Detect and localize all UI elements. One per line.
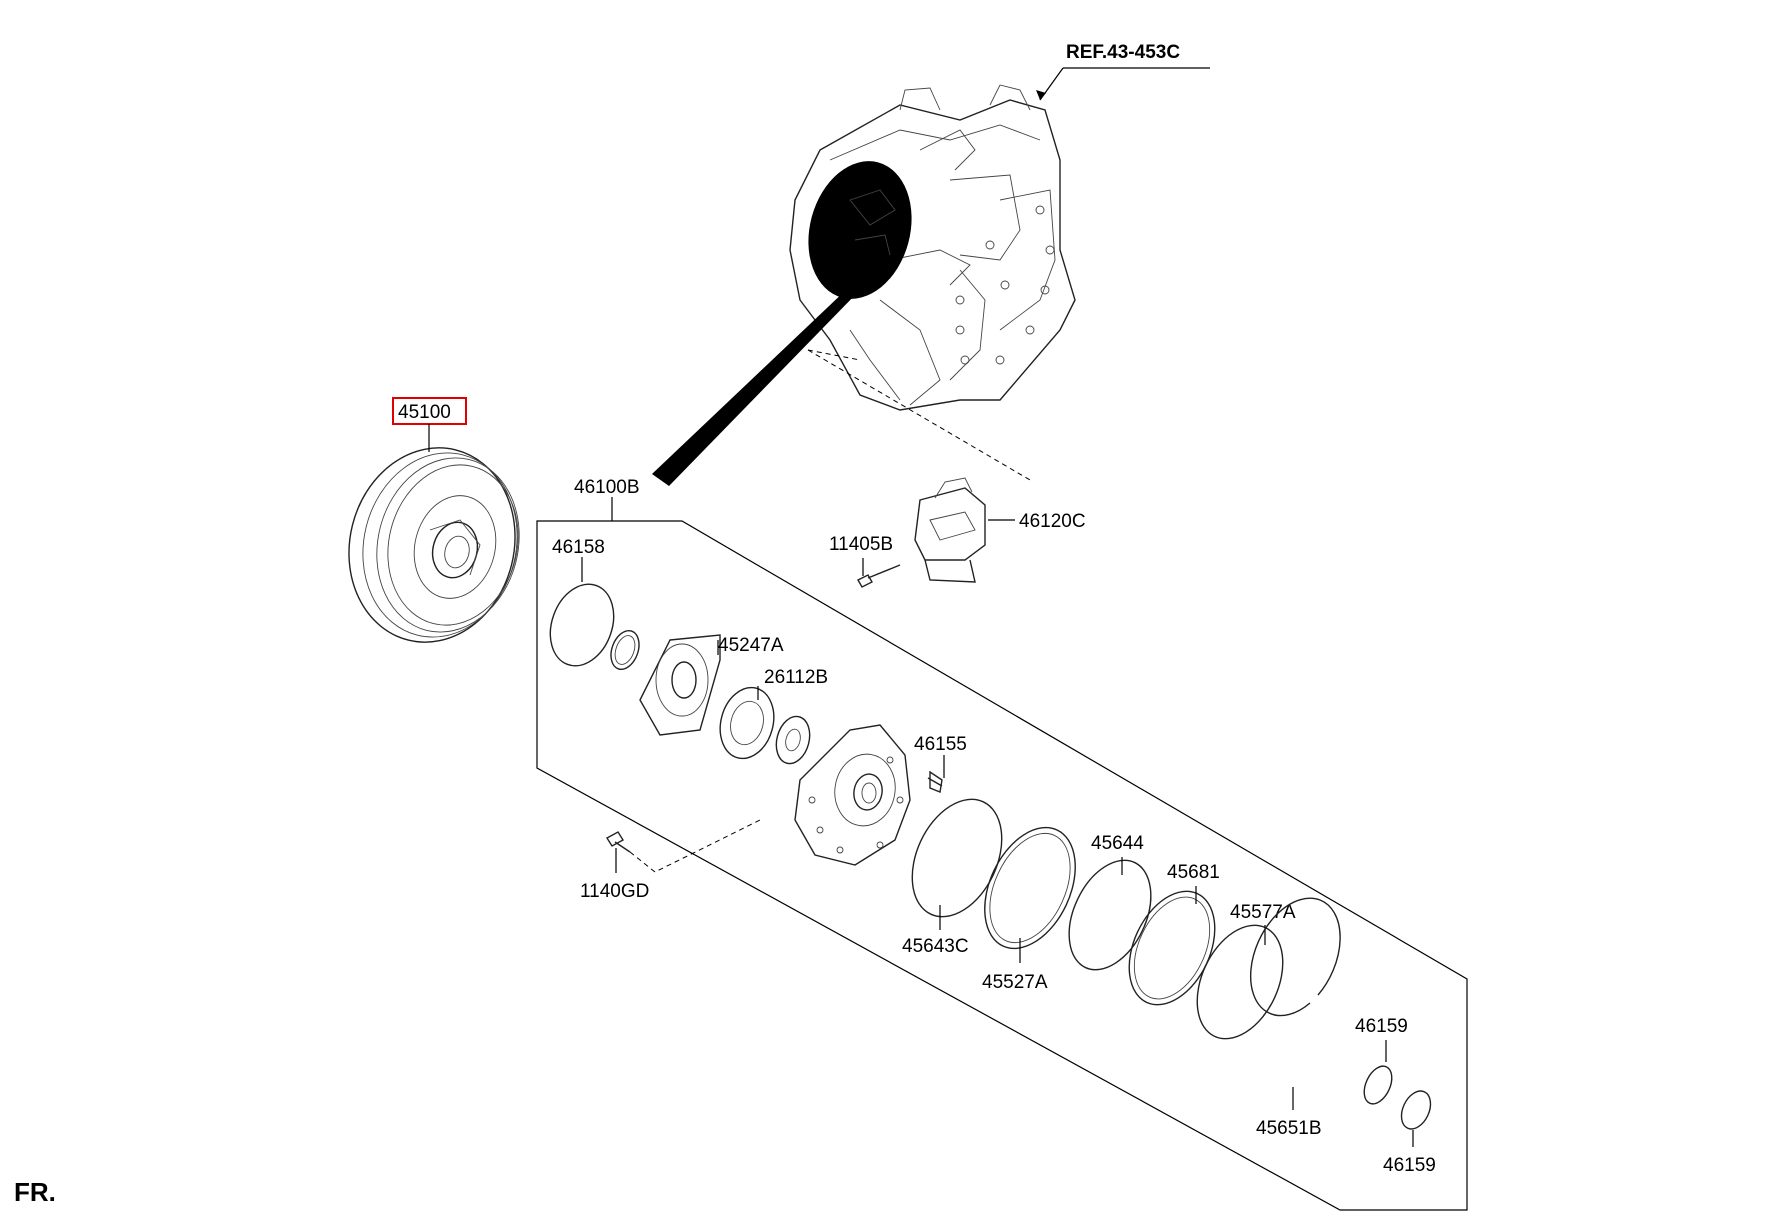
ring-46159-upper: [1363, 1065, 1393, 1105]
bell-housing-disc: [808, 161, 912, 299]
part-label-1140GD: 1140GD: [580, 881, 649, 902]
part-label-46159-lower: 46159: [1383, 1155, 1436, 1176]
leader-band: [652, 288, 858, 486]
part-label-45247A: 45247A: [718, 635, 784, 656]
pump-housing-45247A: [639, 634, 721, 736]
gear-set-26112B: [719, 686, 811, 765]
kit-frame: [536, 520, 1468, 1211]
transmission-assembly: [652, 84, 1076, 486]
part-label-26112B: 26112B: [764, 667, 828, 688]
bolt-46155: [927, 770, 943, 793]
bolt-1140GD: [606, 831, 631, 853]
torque-converter: [348, 447, 520, 643]
part-label-46155: 46155: [914, 734, 967, 755]
valve-body-46120C: [914, 477, 986, 583]
reference-label: REF.43-453C: [1066, 42, 1180, 63]
part-label-45100: 45100: [398, 402, 451, 423]
ring-46159-lower: [1400, 1090, 1432, 1130]
part-label-45577A: 45577A: [1230, 902, 1296, 923]
o-ring-46158: [549, 583, 615, 667]
part-label-11405B: 11405B: [829, 534, 893, 555]
ring-45577A: [1196, 924, 1284, 1040]
part-label-45651B: 45651B: [1256, 1118, 1322, 1139]
part-label-45644: 45644: [1091, 833, 1144, 854]
part-label-45527A: 45527A: [982, 972, 1048, 993]
snap-ring-45651B: [1249, 897, 1341, 1017]
part-label-46159-upper: 46159: [1355, 1016, 1408, 1037]
part-label-46100B: 46100B: [574, 477, 640, 498]
bolt-dots: [955, 205, 1055, 365]
part-label-45643C: 45643C: [902, 936, 969, 957]
oil-seal: [610, 629, 640, 671]
bolt-11405B: [857, 564, 901, 588]
ring-45681: [1128, 890, 1216, 1006]
part-label-45681: 45681: [1167, 862, 1220, 883]
direction-label: FR.: [14, 1177, 56, 1207]
part-label-46158: 46158: [552, 537, 605, 558]
ring-45644: [1068, 859, 1152, 971]
part-label-46120C: 46120C: [1019, 511, 1086, 532]
pump-body: [794, 724, 911, 866]
ring-45527A: [984, 826, 1076, 950]
ring-45643C: [911, 798, 1003, 918]
